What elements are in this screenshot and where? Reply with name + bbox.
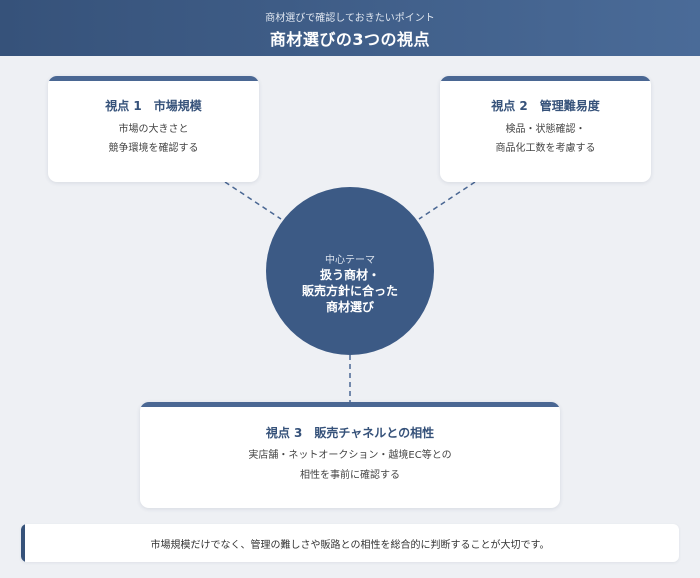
header-banner: 商材選びで確認しておきたいポイント 商材選びの3つの視点 (0, 0, 700, 56)
center-theme-circle: 中心テーマ 扱う商材・ 販売方針に合った 商材選び (266, 187, 434, 355)
card-accent-bar (140, 402, 560, 407)
description-line: 市場の大きさと (118, 124, 189, 135)
viewpoint-title: 視点 1 市場規模 (105, 99, 202, 113)
description-line: 競争環境を確認する (108, 143, 199, 154)
viewpoint-title: 視点 3 販売チャネルとの相性 (265, 426, 435, 440)
center-theme-label: 中心テーマ (325, 255, 375, 266)
center-theme-line: 商材選び (325, 300, 374, 314)
description-line: 検品・状態確認・ (505, 124, 586, 135)
viewpoint-card-3: 視点 3 販売チャネルとの相性 実店舗・ネットオークション・越境EC等との 相性… (140, 402, 560, 508)
viewpoint-card-2: 視点 2 管理難易度 検品・状態確認・ 商品化工数を考慮する (440, 76, 651, 182)
viewpoint-description: 検品・状態確認・ 商品化工数を考慮する (440, 120, 651, 158)
viewpoint-description: 市場の大きさと 競争環境を確認する (48, 120, 259, 158)
center-theme-line: 販売方針に合った (301, 284, 398, 298)
card-accent-bar (440, 76, 651, 81)
center-theme-line: 扱う商材・ (319, 268, 380, 282)
summary-text: 市場規模だけでなく、管理の難しさや販路との相性を総合的に判断することが大切です。 (150, 540, 550, 551)
connector-line-2 (418, 181, 476, 220)
description-line: 実店舗・ネットオークション・越境EC等との (248, 450, 452, 461)
viewpoint-card-1: 視点 1 市場規模 市場の大きさと 競争環境を確認する (48, 76, 259, 182)
center-theme-text: 扱う商材・ 販売方針に合った 商材選び (266, 267, 434, 315)
description-line: 商品化工数を考慮する (495, 143, 596, 154)
connector-line-1 (224, 181, 282, 220)
summary-note: 市場規模だけでなく、管理の難しさや販路との相性を総合的に判断することが大切です。 (21, 524, 679, 562)
viewpoint-title: 視点 2 管理難易度 (491, 99, 600, 113)
card-accent-bar (48, 76, 259, 81)
header-title: 商材選びの3つの視点 (269, 30, 431, 49)
description-line: 相性を事前に確認する (300, 470, 400, 481)
header-subtitle: 商材選びで確認しておきたいポイント (265, 13, 435, 24)
viewpoint-description: 実店舗・ネットオークション・越境EC等との 相性を事前に確認する (140, 446, 560, 486)
summary-accent-bar (21, 524, 25, 562)
